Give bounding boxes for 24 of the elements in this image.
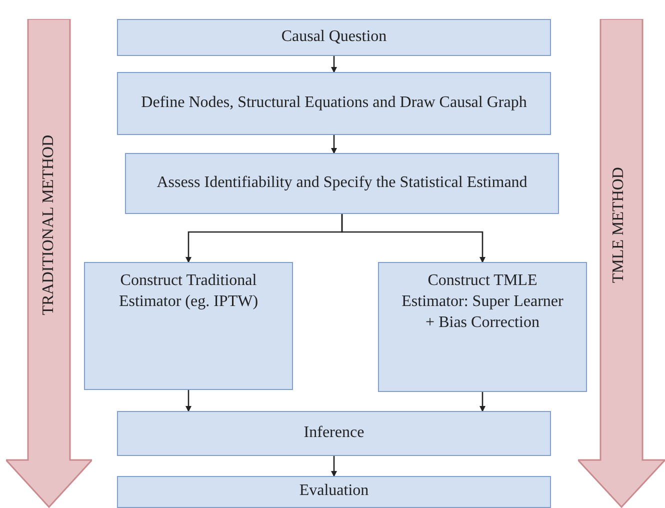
arrow (186, 390, 192, 412)
process-box (117, 476, 551, 508)
process-box (117, 19, 551, 56)
step-text: Assess Identifiability and Specify the Statistical Estimand (156, 173, 528, 194)
process-box (117, 72, 551, 135)
step-text: Inference (304, 423, 364, 444)
arrow (331, 56, 337, 73)
process-box (84, 262, 293, 390)
process-box (378, 262, 587, 392)
step-text: Evaluation (299, 481, 369, 501)
method-label: TRADITIONAL METHOD (40, 134, 58, 316)
direction-arrow (578, 19, 665, 508)
step-text: Construct Traditional Estimator (eg. IPTW) (118, 271, 260, 312)
arrow (480, 392, 486, 412)
direction-arrow (6, 19, 92, 508)
process-box (125, 153, 559, 214)
step-text: Construct TMLE Estimator: Super Learner + Bias Correction (400, 271, 564, 333)
arrow (331, 456, 337, 477)
arrow (341, 214, 486, 263)
step-text: Define Nodes, Structural Equations and Draw Causal Graph (141, 93, 527, 114)
process-box (117, 411, 551, 456)
arrow (331, 135, 337, 154)
step-text: Causal Question (281, 27, 387, 48)
method-label: TMLE METHOD (610, 167, 628, 283)
